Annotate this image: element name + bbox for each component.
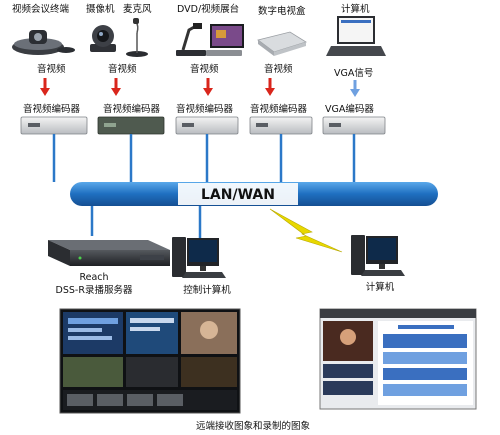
microphone-icon: [126, 18, 148, 57]
recorded-video-screenshot: [319, 308, 477, 410]
remote-video-screenshot: [59, 308, 241, 414]
source-label-tv-box: 数字电视盒: [258, 5, 306, 17]
dvd-document-camera-icon: [176, 23, 244, 56]
lan-wan-bus: LAN/WAN: [70, 182, 438, 206]
laptop-icon: [326, 16, 386, 56]
source-label-dvd: DVD/视频展台: [177, 3, 239, 15]
encoder-box-vga: [322, 116, 386, 135]
wireless-link-icon: [269, 208, 343, 253]
signal-label: 音视频: [264, 63, 293, 75]
signal-arrow-3: 音视频: [190, 63, 219, 96]
encoder-label-1: 音视频编码器: [23, 103, 81, 115]
signal-arrow-vga: VGA信号: [334, 67, 373, 97]
tv-box-icon: [257, 31, 307, 56]
encoder-links: [52, 134, 356, 182]
signal-label: 音视频: [190, 63, 219, 75]
server-label-line1: Reach: [79, 272, 108, 283]
bottom-caption: 远端接收图象和录制的图象: [196, 420, 311, 432]
server-label-line2: DSS-R录播服务器: [56, 284, 133, 296]
lan-wan-label: LAN/WAN: [201, 187, 275, 203]
receiver-links: [90, 206, 202, 238]
encoder-label-vga: VGA编码器: [325, 103, 374, 115]
control-computer-label: 控制计算机: [183, 284, 231, 296]
recording-server-icon: [48, 240, 170, 266]
encoder-label-3: 音视频编码器: [176, 103, 234, 115]
computer-icon: [351, 235, 405, 276]
signal-label: VGA信号: [334, 67, 373, 79]
signal-label: 音视频: [37, 63, 66, 75]
camera-icon: [90, 25, 116, 52]
encoder-box-1: [20, 116, 88, 135]
control-computer-icon: [172, 237, 226, 278]
signal-arrow-4: 音视频: [264, 63, 293, 96]
encoder-label-4: 音视频编码器: [250, 103, 308, 115]
source-label-camera: 摄像机: [86, 3, 115, 15]
video-conference-terminal-icon: [12, 30, 75, 55]
encoder-box-4: [249, 116, 313, 135]
source-label-video-conference: 视频会议终端: [12, 3, 70, 15]
source-label-microphone: 麦克风: [123, 3, 152, 15]
encoder-label-2: 音视频编码器: [103, 103, 161, 115]
encoder-box-2: [97, 116, 165, 135]
signal-arrow-1: 音视频: [37, 63, 66, 96]
signal-label: 音视频: [108, 63, 137, 75]
encoder-box-3: [175, 116, 239, 135]
signal-arrow-2: 音视频: [108, 63, 137, 96]
computer-label: 计算机: [366, 281, 395, 293]
source-label-computer: 计算机: [341, 3, 370, 15]
